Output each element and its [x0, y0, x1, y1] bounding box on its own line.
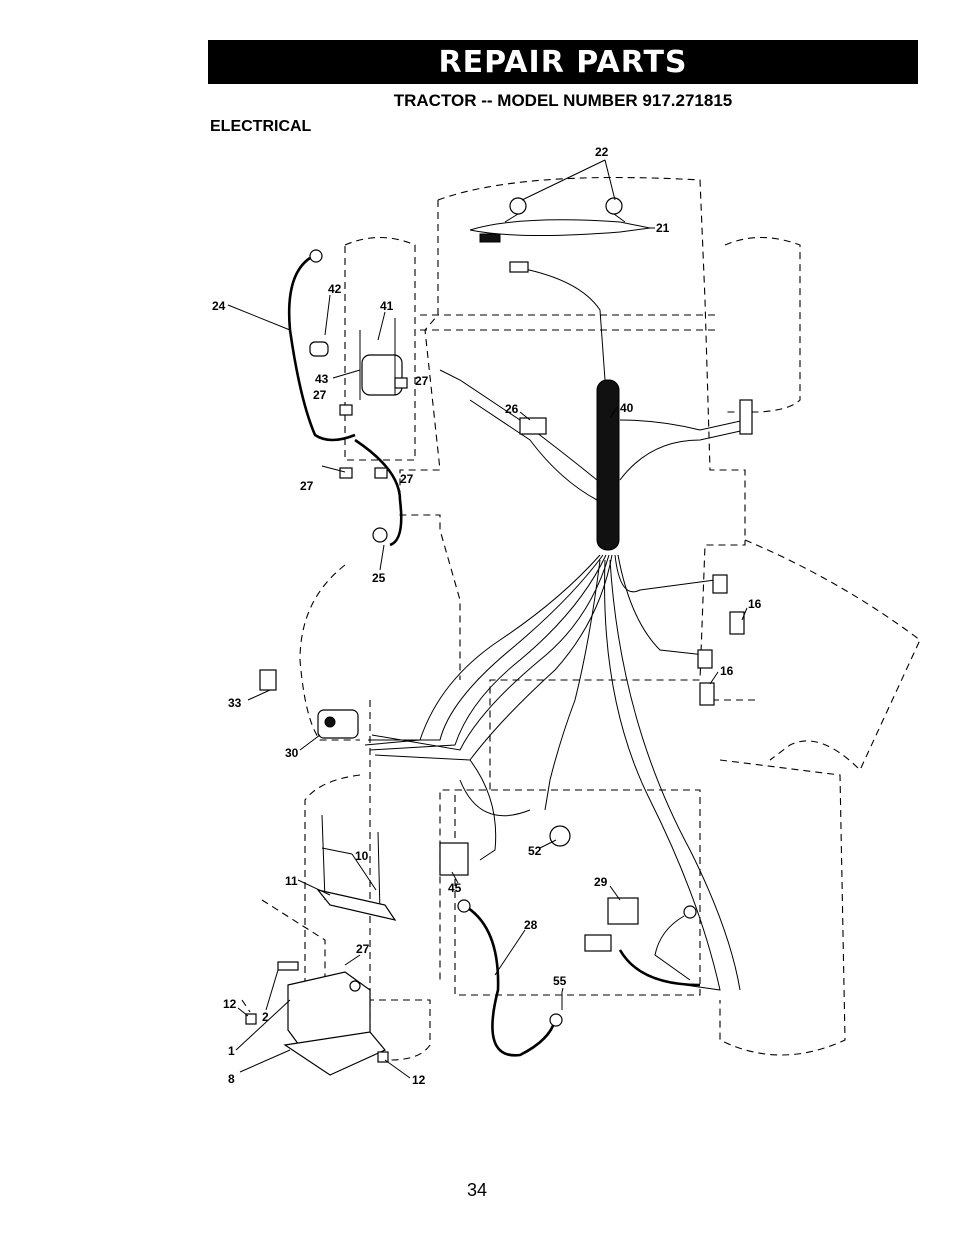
callout-8: 8: [228, 1072, 235, 1086]
callout-27-e: 27: [356, 942, 370, 956]
callout-16-a: 16: [748, 597, 762, 611]
main-harness-loom: [364, 369, 746, 991]
headlight-harness: [469, 197, 651, 381]
battery-assembly: [245, 814, 397, 1076]
callout-2: 2: [262, 1010, 269, 1024]
callout-25: 25: [372, 571, 386, 585]
callout-42: 42: [328, 282, 342, 296]
callout-labels: 22 21 24 42 41 43 27 27 27 27 26 40 25 1…: [212, 145, 762, 1087]
callout-41: 41: [380, 299, 394, 313]
leader-lines: [227, 159, 748, 1079]
repair-parts-banner: REPAIR PARTS: [208, 40, 918, 84]
callout-12-a: 12: [223, 997, 237, 1011]
connectors-16: [697, 399, 753, 706]
section-title: ELECTRICAL: [210, 118, 312, 135]
callout-22: 22: [595, 145, 609, 159]
callout-21: 21: [656, 221, 670, 235]
callout-16-b: 16: [720, 664, 734, 678]
callout-52: 52: [528, 844, 542, 858]
callout-43: 43: [315, 372, 329, 386]
page-number: 34: [466, 1180, 488, 1200]
model-subtitle: TRACTOR -- MODEL NUMBER 917.271815: [393, 91, 733, 110]
callout-12-b: 12: [412, 1073, 426, 1087]
callout-24: 24: [212, 299, 226, 313]
callout-55: 55: [553, 974, 567, 988]
callout-10: 10: [355, 849, 369, 863]
callout-1: 1: [228, 1044, 235, 1058]
callout-26: 26: [505, 402, 519, 416]
callout-30: 30: [285, 746, 299, 760]
callout-27-c: 27: [300, 479, 314, 493]
solenoid-assembly: [287, 249, 408, 547]
callout-27-b: 27: [415, 374, 429, 388]
callout-28: 28: [524, 918, 538, 932]
tractor-outline: [241, 176, 921, 1061]
callout-45: 45: [448, 881, 462, 895]
misc-parts: [439, 417, 701, 1057]
callout-40: 40: [620, 401, 634, 415]
callout-27-d: 27: [400, 472, 414, 486]
callout-27-a: 27: [313, 388, 327, 402]
callout-11: 11: [285, 874, 298, 888]
ignition-switch: [259, 669, 359, 739]
callout-29: 29: [594, 875, 608, 889]
callout-33: 33: [228, 696, 242, 710]
